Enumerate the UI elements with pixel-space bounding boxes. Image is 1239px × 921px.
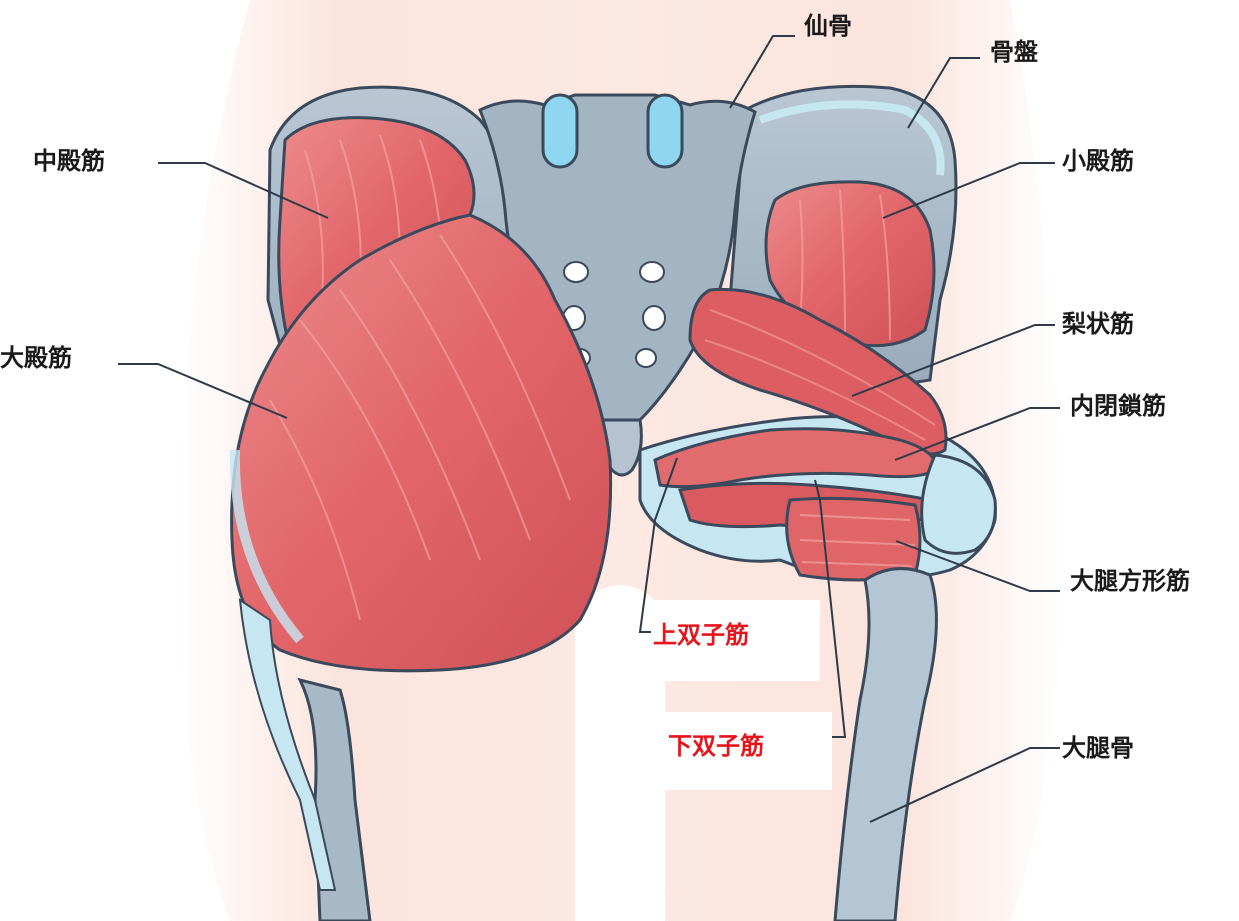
sacrum-process-left	[543, 95, 577, 167]
label-gluteus-minimus: 小殿筋	[1062, 147, 1134, 175]
label-obturator-internus: 内閉鎖筋	[1070, 392, 1166, 420]
label-gluteus-medius: 中殿筋	[33, 147, 105, 175]
label-gemellus-superior: 上双子筋	[653, 621, 749, 649]
label-gluteus-maximus: 大殿筋	[0, 344, 72, 372]
label-gemellus-inferior: 下双子筋	[668, 732, 764, 760]
sacrum-process-right	[648, 95, 682, 167]
label-pelvis: 骨盤	[990, 38, 1038, 66]
label-quadratus-femoris: 大腿方形筋	[1070, 567, 1190, 595]
label-femur: 大腿骨	[1062, 734, 1134, 762]
label-sacrum: 仙骨	[804, 12, 852, 40]
label-piriformis: 梨状筋	[1062, 310, 1134, 338]
